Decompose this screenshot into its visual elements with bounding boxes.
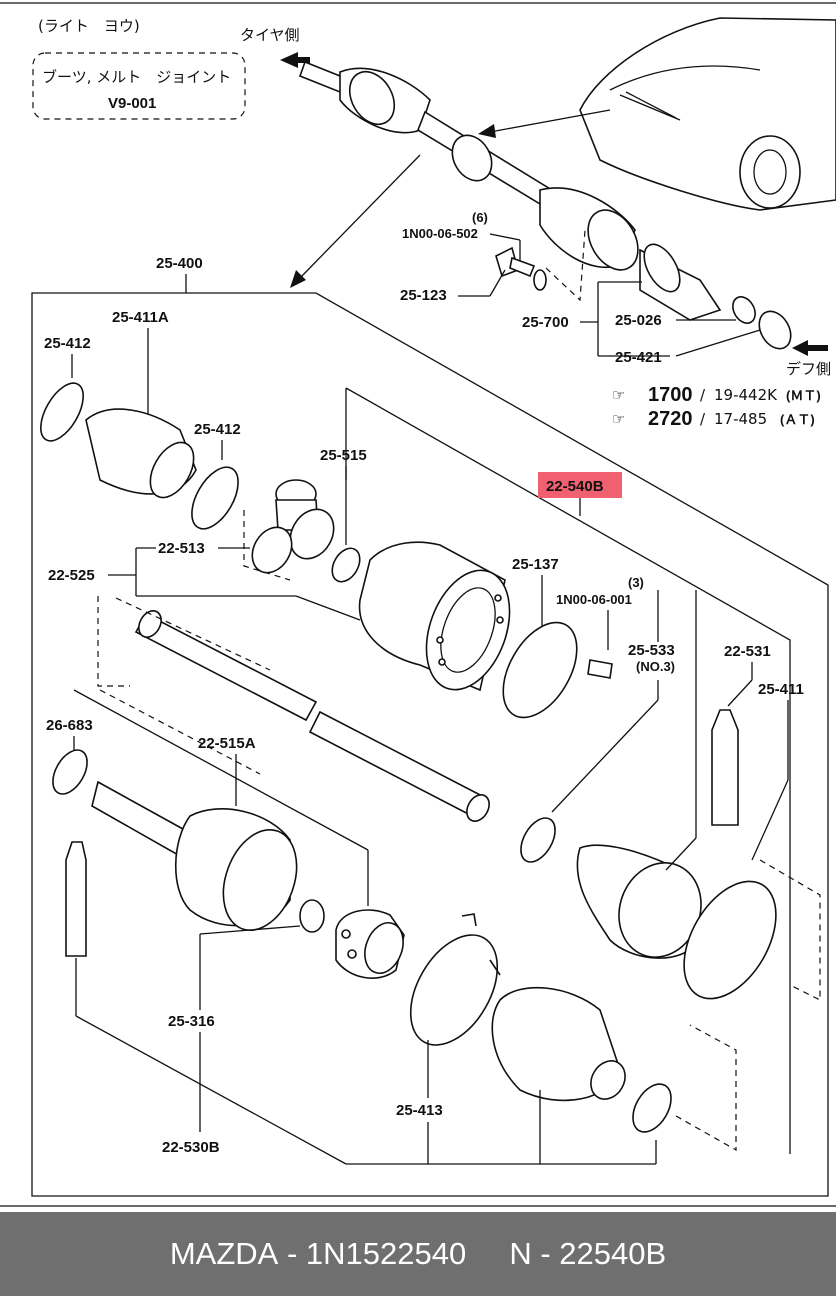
- ref-code-2[interactable]: 2720: [648, 408, 693, 430]
- label-25-421: 25-421: [615, 349, 662, 366]
- footer-gap: [466, 1236, 509, 1272]
- diff-side-arrow-icon: [792, 340, 808, 356]
- highlight-box-22-540b[interactable]: [538, 472, 622, 498]
- label-1n00-06-001[interactable]: 1N00-06-001: [556, 592, 632, 607]
- tire-side-arrow-icon: [280, 52, 298, 68]
- clamp-25-533-icon: [520, 817, 556, 863]
- label-22-530b[interactable]: 22-530B: [162, 1139, 220, 1156]
- diff-side-label: デフ側: [786, 360, 831, 378]
- label-25-137[interactable]: 25-137: [512, 556, 559, 573]
- label-22-515a[interactable]: 22-515A: [198, 735, 256, 752]
- reference-row-2[interactable]: ☞ 2720 / 17-485 (ＡＴ): [612, 408, 815, 430]
- outer-housing-icon: [358, 541, 511, 692]
- label-22-525[interactable]: 22-525: [48, 567, 95, 584]
- label-26-683[interactable]: 26-683: [46, 717, 93, 734]
- ball-25-316-icon: [299, 899, 325, 933]
- drive-shaft-overview: [298, 60, 792, 350]
- outer-joint-22-515a-icon: [91, 780, 298, 932]
- footer-part-number: 1N1522540: [305, 1236, 467, 1271]
- tire-side-label: タイヤ側: [240, 26, 300, 44]
- title-note-line1: (ライト ヨウ): [38, 17, 140, 35]
- hand-pointer-icon: ☞: [612, 386, 625, 404]
- washer-icon: [533, 269, 547, 291]
- ref-page-1[interactable]: 19-442K: [714, 386, 778, 404]
- clamp-25-413-small-icon: [632, 1083, 672, 1133]
- tire-side-arrow-tail: [298, 57, 310, 63]
- clamp-25-413-large-icon: [409, 934, 499, 1046]
- label-25-413[interactable]: 25-413: [396, 1102, 443, 1119]
- label-25-412-right[interactable]: 25-412: [194, 421, 241, 438]
- label-25-700: 25-700: [522, 314, 569, 331]
- footer-brand: MAZDA: [169, 1236, 279, 1271]
- ref-sep-1: /: [700, 386, 706, 404]
- footer-prefix: N: [509, 1236, 532, 1271]
- ref-code-1[interactable]: 1700: [648, 384, 693, 406]
- bolt-25-123-icon: [495, 246, 536, 278]
- label-1n00-06-502: 1N00-06-502: [402, 226, 478, 241]
- label-22-531[interactable]: 22-531: [724, 643, 771, 660]
- grease-tube-22-530b-icon: [65, 841, 87, 957]
- inner-race-icon: [335, 909, 405, 979]
- tripod-joint-icon: [251, 479, 335, 574]
- subassembly-frame: [345, 387, 791, 1154]
- bolt-1n00-06-001-icon: [587, 659, 613, 679]
- ref-page-2[interactable]: 17-485: [714, 410, 767, 428]
- car-icon: [579, 17, 836, 211]
- snap-ring-25-515-icon: [331, 547, 361, 583]
- parts-diagram: (ライト ヨウ) ブーツ, メルト ジョイント V9-001 タイヤ側 (6) …: [0, 2, 836, 1207]
- label-qty6: (6): [472, 210, 488, 225]
- clamp-25-412-left-icon: [40, 382, 84, 442]
- title-note-box: [32, 52, 246, 120]
- label-25-411a[interactable]: 25-411A: [112, 309, 169, 326]
- pointer-arrow-assembly-head: [290, 270, 306, 288]
- ref-sep-2: /: [700, 410, 706, 428]
- pointer-arrow-assembly: [299, 154, 421, 279]
- label-25-412-left[interactable]: 25-412: [44, 335, 91, 352]
- label-25-316[interactable]: 25-316: [168, 1013, 215, 1030]
- clamp-25-412-right-icon: [191, 466, 239, 530]
- seal-26-683-icon: [52, 749, 88, 795]
- hand-pointer-icon: ☞: [612, 410, 625, 428]
- label-25-123: 25-123: [400, 287, 447, 304]
- title-note-line2: ブーツ, メルト ジョイント: [42, 68, 231, 86]
- pointer-arrow-car: [489, 109, 611, 133]
- label-no3: (NO.3): [636, 659, 675, 674]
- assembly-frame: [31, 292, 829, 1197]
- footer-code: 22540B: [559, 1236, 667, 1271]
- ref-note-1: (ＭＴ): [786, 388, 821, 403]
- boot-25-413-icon: [491, 986, 626, 1102]
- gasket-25-137-icon: [502, 621, 578, 719]
- label-22-540b[interactable]: 22-540B: [546, 478, 604, 495]
- label-qty3: (3): [628, 575, 644, 590]
- title-note-line3: V9-001: [108, 95, 156, 112]
- ref-note-2: (ＡＴ): [780, 412, 815, 427]
- label-25-533[interactable]: 25-533: [628, 642, 675, 659]
- drive-shaft-22-525-icon: [134, 610, 490, 822]
- reference-row-1[interactable]: ☞ 1700 / 19-442K (ＭＴ): [612, 384, 821, 406]
- label-25-026: 25-026: [615, 312, 662, 329]
- label-25-400[interactable]: 25-400: [156, 255, 203, 272]
- footer-separator-1: -: [278, 1236, 306, 1271]
- part-number-footer: MAZDA - 1N1522540 N - 22540B: [0, 1212, 836, 1296]
- label-22-513[interactable]: 22-513: [158, 540, 205, 557]
- footer-separator-2: -: [531, 1236, 560, 1271]
- boot-25-411-icon: [576, 844, 777, 1000]
- grease-tube-22-531-icon: [711, 709, 739, 826]
- label-25-515[interactable]: 25-515: [320, 447, 367, 464]
- label-25-411[interactable]: 25-411: [758, 681, 804, 698]
- pointer-arrow-car-head: [478, 124, 496, 138]
